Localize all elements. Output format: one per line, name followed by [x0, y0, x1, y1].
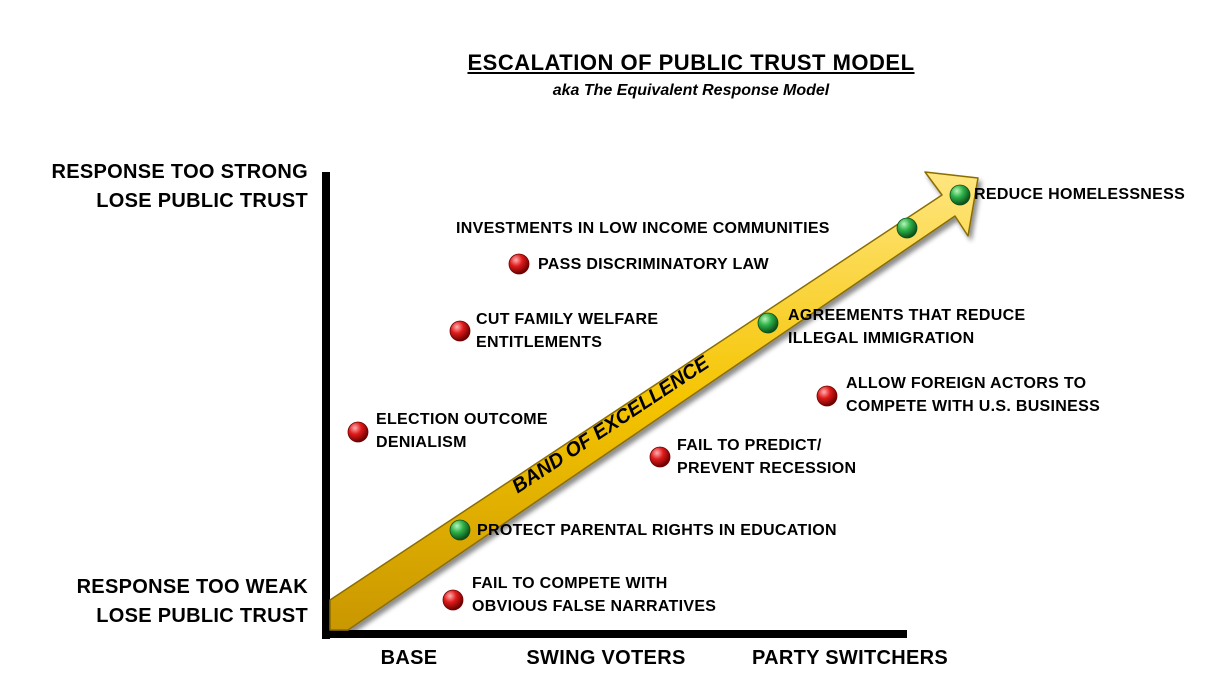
item-label-line: COMPETE WITH U.S. BUSINESS [846, 398, 1101, 415]
item-label-line: REDUCE HOMELESSNESS [974, 186, 1186, 203]
item-label-2: PASS DISCRIMINATORY LAW [538, 253, 769, 276]
axes [322, 172, 907, 639]
item-label-line: PREVENT RECESSION [677, 460, 857, 477]
item-label-line: DENIALISM [376, 434, 467, 451]
y-axis-bottom-line-2: LOSE PUBLIC TRUST [96, 605, 308, 627]
item-label-line: PROTECT PARENTAL RIGHTS IN EDUCATION [477, 522, 837, 539]
red-dot-5 [816, 385, 838, 407]
item-label-line: ELECTION OUTCOME [376, 411, 548, 428]
item-label-line: INVESTMENTS IN LOW INCOME COMMUNITIES [456, 220, 830, 237]
item-label-7: FAIL TO PREDICT/PREVENT RECESSION [677, 434, 856, 480]
item-label-line: FAIL TO PREDICT/ [677, 437, 822, 454]
item-label-line: PASS DISCRIMINATORY LAW [538, 256, 769, 273]
item-label-8: PROTECT PARENTAL RIGHTS IN EDUCATION [477, 519, 837, 542]
diagram-title: ESCALATION OF PUBLIC TRUST MODEL [467, 50, 915, 75]
item-label-line: OBVIOUS FALSE NARRATIVES [472, 598, 717, 615]
diagram-subtitle: aka The Equivalent Response Model [552, 82, 830, 99]
green-dot-8 [449, 519, 471, 541]
item-label-line: ENTITLEMENTS [476, 334, 603, 351]
green-dot-0 [949, 184, 971, 206]
green-dot-1 [896, 217, 918, 239]
item-label-9: FAIL TO COMPETE WITH OBVIOUS FALSE NARRAT… [472, 572, 716, 618]
red-dot-9 [442, 589, 464, 611]
y-axis-bottom-label: RESPONSE TOO WEAK LOSE PUBLIC TRUST [77, 573, 308, 631]
y-axis-line [322, 172, 330, 639]
item-label-4: AGREEMENTS THAT REDUCE ILLEGAL IMMIGRATIO… [788, 304, 1025, 350]
item-label-1: INVESTMENTS IN LOW INCOME COMMUNITIES [456, 217, 830, 240]
red-dot-2 [508, 253, 530, 275]
item-label-0: REDUCE HOMELESSNESS [974, 183, 1185, 206]
green-dot-4 [757, 312, 779, 334]
band-arrow-shape [329, 171, 979, 631]
red-dot-3 [449, 320, 471, 342]
item-label-3: CUT FAMILY WELFARE ENTITLEMENTS [476, 308, 658, 354]
y-axis-top-label: RESPONSE TOO STRONG LOSE PUBLIC TRUST [52, 158, 308, 216]
item-label-line: FAIL TO COMPETE WITH [472, 575, 668, 592]
band-of-excellence-arrow [329, 171, 979, 631]
item-label-line: ILLEGAL IMMIGRATION [788, 330, 975, 347]
red-dot-6 [347, 421, 369, 443]
y-axis-top-line-1: RESPONSE TOO STRONG [51, 161, 308, 183]
y-axis-bottom-line-1: RESPONSE TOO WEAK [76, 576, 308, 598]
item-label-line: ALLOW FOREIGN ACTORS TO [846, 375, 1087, 392]
x-axis-line [322, 630, 907, 638]
x-axis-label-base: BASE [380, 647, 438, 669]
x-axis-label-party-switchers: PARTY SWITCHERS [752, 647, 948, 669]
item-label-line: AGREEMENTS THAT REDUCE [788, 307, 1026, 324]
item-label-5: ALLOW FOREIGN ACTORS TO COMPETE WITH U.S.… [846, 372, 1100, 418]
y-axis-top-line-2: LOSE PUBLIC TRUST [96, 190, 308, 212]
red-dot-7 [649, 446, 671, 468]
x-axis-label-swing-voters: SWING VOTERS [526, 647, 686, 669]
item-dots [347, 184, 971, 611]
item-label-6: ELECTION OUTCOME DENIALISM [376, 408, 548, 454]
item-label-line: CUT FAMILY WELFARE [476, 311, 659, 328]
